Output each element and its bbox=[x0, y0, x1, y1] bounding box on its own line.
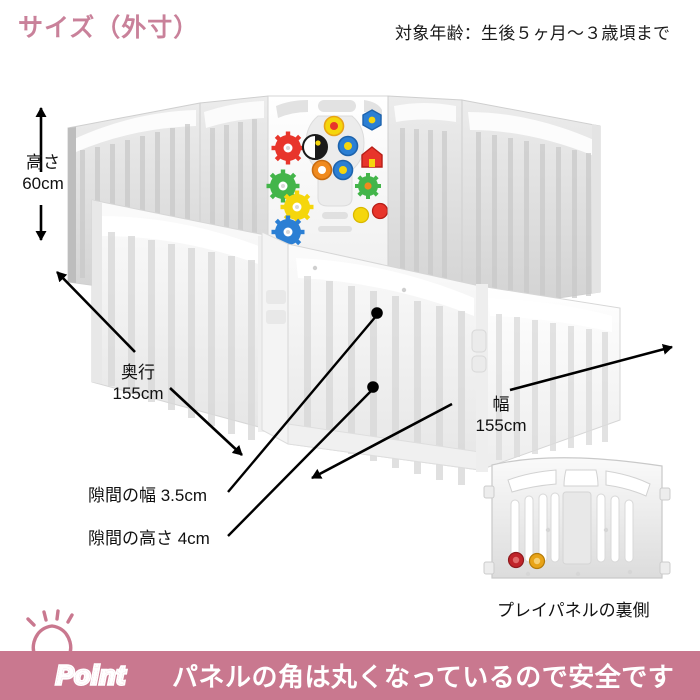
toy-spinner bbox=[302, 115, 359, 181]
toy-gears bbox=[266, 131, 314, 249]
gap-height-label: 隙間の高さ 4cm bbox=[88, 529, 210, 548]
depth-dimension-label: 奥行 155cm bbox=[92, 362, 184, 405]
inset-caption: プレイパネルの裏側 bbox=[497, 601, 650, 620]
gap-width-label: 隙間の幅 3.5cm bbox=[88, 486, 208, 505]
point-banner bbox=[0, 651, 700, 700]
page-title: サイズ（外寸） bbox=[18, 14, 200, 42]
toy-shapes bbox=[352, 109, 389, 224]
gap-leader-lines bbox=[227, 307, 383, 537]
panel-hinge bbox=[261, 231, 289, 445]
play-panel-front bbox=[266, 95, 389, 311]
play-panel-back-inset bbox=[483, 457, 671, 579]
width-dimension-label: 幅 155cm bbox=[455, 394, 547, 437]
height-value: 60cm bbox=[22, 174, 64, 194]
point-message: パネルの角は丸くなっているので安全です bbox=[172, 662, 675, 692]
point-word-outline: Point bbox=[54, 658, 127, 692]
playpen-graphic bbox=[67, 95, 621, 485]
dimension-arrows bbox=[35, 107, 673, 480]
height-dimension-label: 高さ 60cm bbox=[14, 152, 72, 195]
depth-label: 奥行 bbox=[121, 363, 155, 382]
target-age-label: 対象年齢：生後５ヶ月～３歳頃まで bbox=[395, 24, 671, 43]
width-label: 幅 bbox=[492, 395, 510, 414]
height-label: 高さ bbox=[26, 153, 60, 172]
width-value: 155cm bbox=[475, 416, 527, 436]
depth-value: 155cm bbox=[112, 384, 164, 404]
point-word: Point bbox=[56, 660, 126, 690]
inset-buttons bbox=[507, 551, 546, 570]
